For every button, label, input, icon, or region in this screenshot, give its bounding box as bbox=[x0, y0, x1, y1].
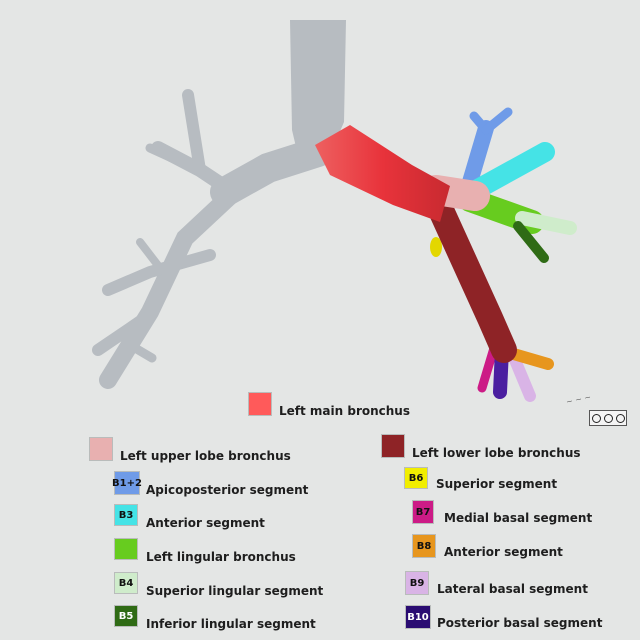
legend-swatch bbox=[248, 392, 272, 416]
legend-label: Superior segment bbox=[436, 477, 558, 491]
b3-anterior-segment bbox=[466, 142, 555, 200]
legend-swatch: B9 bbox=[405, 571, 429, 595]
b6-superior-segment bbox=[430, 237, 442, 257]
legend-swatch: B4 bbox=[114, 572, 138, 594]
b4-superior-lingular-segment bbox=[515, 211, 577, 235]
legend-swatch bbox=[381, 434, 405, 458]
b1-2-branch-right bbox=[481, 107, 513, 135]
right-bronchial-tree bbox=[92, 89, 333, 389]
legend-label: Left upper lobe bronchus bbox=[120, 449, 291, 463]
by-icon bbox=[603, 413, 613, 423]
legend-swatch: B10 bbox=[405, 605, 431, 629]
legend-label: Anterior segment bbox=[146, 516, 265, 530]
trachea bbox=[290, 20, 346, 164]
left-lower-lobe-bronchus bbox=[427, 195, 517, 363]
b1-2-apicoposterior-segment bbox=[462, 120, 494, 190]
legend-label: Apicoposterior segment bbox=[146, 483, 309, 497]
legend-swatch: B7 bbox=[412, 500, 434, 524]
legend-label: Left lingular bronchus bbox=[146, 550, 296, 564]
legend-label: Superior lingular segment bbox=[146, 584, 324, 598]
legend-swatch bbox=[89, 437, 113, 461]
legend-label: Posterior basal segment bbox=[437, 616, 603, 630]
legend-swatch: B1+2 bbox=[112, 471, 142, 495]
right-lower-branch-a bbox=[92, 312, 151, 356]
legend-swatch: B3 bbox=[114, 504, 138, 526]
right-upper-sub-branch bbox=[145, 143, 177, 163]
right-upper-apical bbox=[182, 89, 206, 176]
b5-inferior-lingular-segment bbox=[513, 221, 549, 263]
legend-label: Left main bronchus bbox=[279, 404, 410, 418]
legend-label: Lateral basal segment bbox=[437, 582, 588, 596]
legend-label: Inferior lingular segment bbox=[146, 617, 316, 631]
legend-swatch: B5 bbox=[114, 605, 138, 627]
legend-label: Medial basal segment bbox=[444, 511, 593, 525]
legend-label: Left lower lobe bronchus bbox=[412, 446, 581, 460]
right-lower-branch-b bbox=[125, 340, 157, 363]
cc-icon bbox=[591, 413, 601, 423]
right-middle-sub-branch bbox=[136, 238, 164, 272]
nc-icon bbox=[615, 413, 625, 423]
legend-swatch: B6 bbox=[404, 467, 428, 489]
legend-swatch: B8 bbox=[412, 534, 436, 558]
right-middle-branch bbox=[102, 249, 216, 296]
cc-license-badge bbox=[589, 410, 627, 426]
legend-label: Anterior segment bbox=[444, 545, 563, 559]
legend-swatch bbox=[114, 538, 138, 560]
left-main-bronchus bbox=[315, 125, 450, 222]
